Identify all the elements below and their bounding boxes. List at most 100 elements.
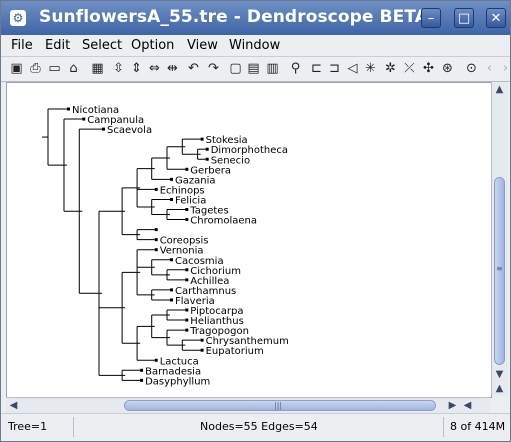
circular-cladogram-icon[interactable]: ✣ (423, 61, 434, 76)
horizontal-scroll-thumb[interactable]: ||| (124, 400, 436, 411)
radial-icon[interactable]: ✳ (365, 61, 376, 76)
taxon-label[interactable]: Coreopsis (160, 236, 209, 247)
taxon-label[interactable]: Senecio (211, 155, 250, 166)
menu-select[interactable]: Select (82, 38, 123, 53)
leaf-node-marker[interactable] (205, 147, 209, 151)
leaf-node-marker[interactable] (170, 298, 173, 302)
taxon-label[interactable]: Scaevola (107, 125, 152, 136)
menu-file[interactable]: File (11, 38, 33, 53)
leaf-node-marker[interactable] (185, 308, 189, 312)
taxon-label[interactable]: Tragopogon (189, 326, 249, 337)
leaf-node-marker[interactable] (170, 197, 173, 201)
leaf-node-marker[interactable] (185, 278, 189, 282)
leaf-node-marker[interactable] (185, 218, 189, 222)
menu-view[interactable]: View (187, 38, 218, 53)
leaf-node-marker[interactable] (102, 127, 105, 131)
taxon-label[interactable]: Campanula (87, 115, 144, 126)
print-icon[interactable]: ⎙ (30, 61, 41, 76)
taxon-label[interactable]: Chrysanthemum (206, 336, 289, 347)
taxon-label[interactable]: Felicia (175, 195, 206, 206)
network-icon[interactable]: ⊛ (442, 61, 453, 76)
unrooted-icon[interactable]: ⤫ (404, 61, 415, 76)
leaf-node-marker[interactable] (170, 288, 173, 292)
rectangular-cladogram-icon[interactable]: ⊐ (329, 61, 340, 76)
taxon-label[interactable]: Barnadesia (145, 366, 201, 377)
taxon-label[interactable]: Achillea (190, 276, 229, 287)
taxon-label[interactable]: Piptocarpa (190, 306, 243, 317)
leaf-node-marker[interactable] (66, 107, 70, 111)
circular-icon[interactable]: ✲ (385, 61, 396, 76)
title-bar[interactable]: ⚙ SunflowersA_55.tre - Dendroscope BETA … (1, 1, 510, 35)
leaf-node-marker[interactable] (205, 157, 209, 161)
expand-vertical-icon[interactable]: ⇳ (113, 61, 124, 76)
save-icon[interactable]: ▭ (48, 61, 61, 76)
leaf-node-marker[interactable] (154, 248, 158, 252)
leaf-node-marker[interactable] (185, 268, 189, 272)
horizontal-scrollbar[interactable]: ◀ ||| ▶ ◀ (6, 397, 490, 413)
vertical-scrollbar[interactable]: ▲ ≡ ▼ ▲ (491, 82, 508, 396)
taxon-label[interactable]: Gazania (175, 175, 216, 186)
find-icon[interactable]: ▦ (91, 61, 104, 76)
taxon-label[interactable]: Eupatorium (206, 346, 264, 357)
next-icon[interactable]: › (502, 61, 509, 76)
scroll-down-icon[interactable]: ▼ (495, 369, 504, 380)
taxon-label[interactable]: Vernonia (160, 246, 204, 257)
zoom-icon[interactable]: ⚲ (290, 61, 301, 76)
menu-edit[interactable]: Edit (45, 38, 71, 53)
taxon-label[interactable]: Gerbera (190, 165, 231, 176)
taxon-label[interactable]: Tagetes (189, 206, 228, 217)
taxon-label[interactable]: Echinops (160, 185, 205, 196)
leaf-node-marker[interactable] (185, 208, 189, 211)
binoculars-icon[interactable]: ⊙ (466, 61, 477, 76)
leaf-node-marker[interactable] (154, 228, 158, 232)
home-icon[interactable]: ⌂ (69, 61, 78, 76)
leaf-node-marker[interactable] (140, 368, 144, 372)
minimize-button[interactable]: – (421, 8, 441, 28)
taxon-label[interactable]: Helianthus (190, 316, 244, 327)
taxon-label[interactable]: Dimorphotheca (211, 145, 288, 156)
grid-icon[interactable]: ▥ (266, 61, 279, 76)
leaf-node-marker[interactable] (140, 378, 144, 382)
leaf-node-marker[interactable] (200, 338, 204, 342)
taxon-label[interactable]: Dasyphyllum (145, 376, 210, 387)
zoom-full-icon[interactable]: ▤ (247, 61, 260, 76)
open-icon[interactable]: ▣ (10, 61, 23, 76)
leaf-node-marker[interactable] (200, 348, 204, 352)
menu-option[interactable]: Option (131, 38, 175, 53)
taxon-label[interactable]: Chromolaena (190, 216, 257, 227)
taxon-label[interactable]: Nicotiana (72, 105, 119, 116)
leaf-node-marker[interactable] (185, 318, 189, 322)
slanted-icon[interactable]: ◁ (347, 61, 358, 76)
contract-vertical-icon[interactable]: ⇕ (131, 61, 142, 76)
taxon-label[interactable]: Cacosmia (175, 256, 224, 267)
contract-horizontal-icon[interactable]: ⇹ (167, 61, 178, 76)
scroll-left-icon[interactable]: ◀ (9, 400, 18, 411)
zoom-fit-icon[interactable]: ▢ (229, 61, 242, 76)
vertical-scroll-thumb[interactable]: ≡ (494, 177, 505, 365)
leaf-node-marker[interactable] (185, 328, 189, 332)
expand-horizontal-icon[interactable]: ⇔ (149, 61, 160, 76)
leaf-node-marker[interactable] (200, 137, 204, 141)
taxon-label[interactable]: Cichorium (190, 266, 241, 277)
taxon-label[interactable]: Carthamnus (175, 286, 236, 297)
leaf-node-marker[interactable] (170, 258, 173, 262)
rotate-left-icon[interactable]: ↶ (188, 61, 199, 76)
leaf-node-marker[interactable] (154, 238, 158, 242)
taxon-label[interactable]: Flaveria (175, 296, 215, 307)
leaf-node-marker[interactable] (82, 117, 86, 121)
close-button[interactable]: ✕ (486, 8, 506, 28)
leaf-node-marker[interactable] (154, 358, 158, 362)
menu-window[interactable]: Window (229, 38, 281, 53)
leaf-node-marker[interactable] (185, 167, 189, 171)
maximize-button[interactable]: □ (454, 8, 474, 28)
scroll-right-icon[interactable]: ▶ (448, 400, 457, 411)
rectangular-phylogram-icon[interactable]: ⊏ (311, 61, 322, 76)
previous-icon[interactable]: ‹ (486, 61, 493, 76)
taxon-label[interactable]: Stokesia (206, 135, 248, 146)
leaf-node-marker[interactable] (170, 177, 173, 181)
scroll-up-icon[interactable]: ▲ (495, 383, 504, 394)
scroll-left-icon[interactable]: ◀ (463, 400, 472, 411)
leaf-node-marker[interactable] (154, 187, 158, 191)
rotate-right-icon[interactable]: ↷ (208, 61, 219, 76)
